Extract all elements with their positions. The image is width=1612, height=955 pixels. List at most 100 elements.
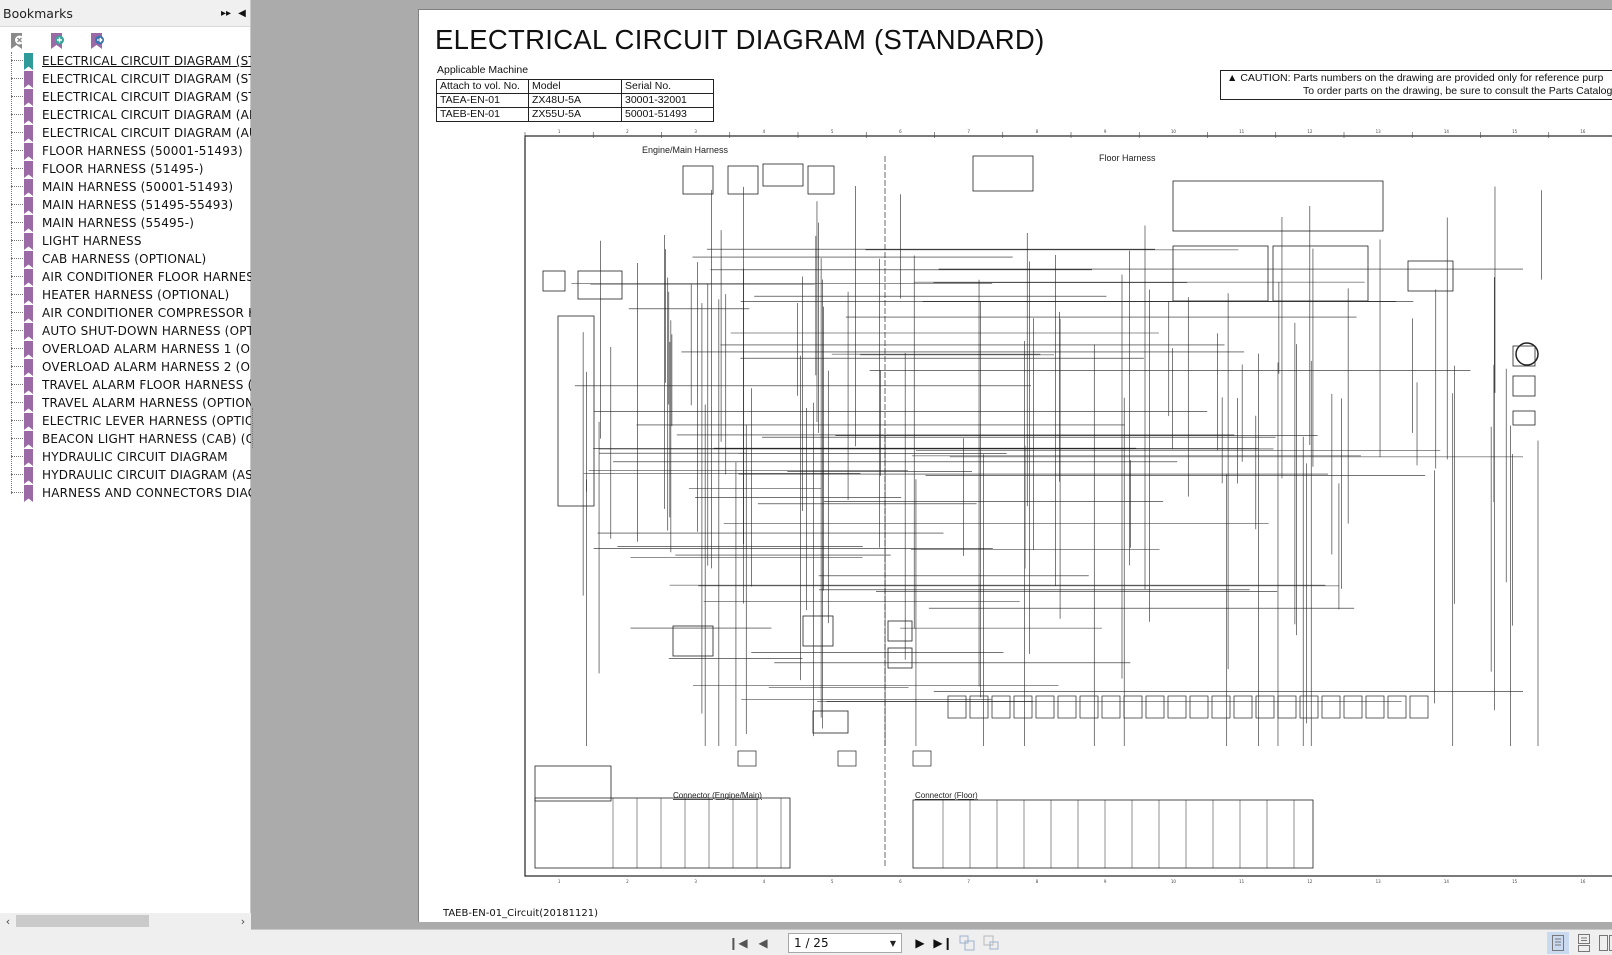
bookmark-icon [24, 269, 33, 286]
bookmark-label: MAIN HARNESS (55495-) [42, 216, 195, 230]
last-page-icon[interactable]: ▶❙ [933, 936, 953, 950]
switch-block [1145, 695, 1165, 719]
switch-block [1035, 695, 1055, 719]
bookmark-icon [24, 323, 33, 340]
facing-view-icon[interactable] [1597, 932, 1612, 954]
table-row: TAEB-EN-01 ZX55U-5A 50001-51493 [436, 107, 714, 122]
applicable-machine-table: Attach to vol. No. Model Serial No. TAEA… [436, 79, 714, 122]
previous-view-icon[interactable] [958, 934, 976, 952]
grid-label: 1 [558, 129, 561, 134]
bookmark-label: AUTO SHUT-DOWN HARNESS (OPTIC [42, 324, 251, 338]
grid-label: 13 [1376, 879, 1382, 884]
collapse-panel-icon[interactable]: ◀ [238, 7, 246, 19]
bookmark-item[interactable]: OVERLOAD ALARM HARNESS 2 (OPTI [0, 358, 251, 376]
tree-connector [11, 276, 23, 277]
bookmark-label: FLOOR HARNESS (50001-51493) [42, 144, 243, 158]
scroll-right-icon[interactable]: › [240, 914, 246, 928]
switch-block [991, 695, 1011, 719]
bookmark-item[interactable]: ELECTRIC LEVER HARNESS (OPTIONA [0, 412, 251, 430]
switch-block [1057, 695, 1077, 719]
bookmark-item[interactable]: ELECTRICAL CIRCUIT DIAGRAM (AUTC [0, 124, 251, 142]
bookmark-item[interactable]: BEACON LIGHT HARNESS (CAB) (OPT [0, 430, 251, 448]
bookmark-item[interactable]: AIR CONDITIONER FLOOR HARNESS ( [0, 268, 251, 286]
switch-block [1299, 695, 1319, 719]
switch-block [1079, 695, 1099, 719]
table-header: Serial No. [621, 79, 714, 94]
document-view[interactable]: ELECTRICAL CIRCUIT DIAGRAM (STANDARD) Ap… [255, 0, 1612, 929]
bookmark-icon [24, 359, 33, 376]
bookmark-item[interactable]: HARNESS AND CONNECTORS DIAGRA [0, 484, 251, 502]
grid-label: 9 [1104, 129, 1107, 134]
drawing-frame [524, 135, 1612, 877]
bookmark-item[interactable]: ELECTRICAL CIRCUIT DIAGRAM (STAN [0, 52, 251, 70]
bookmark-item[interactable]: TRAVEL ALARM FLOOR HARNESS (OP [0, 376, 251, 394]
bookmark-label: HYDRAULIC CIRCUIT DIAGRAM (ASSIS [42, 468, 251, 482]
switch-block [1321, 695, 1341, 719]
grid-label: 16 [1580, 879, 1586, 884]
bookmark-item[interactable]: HYDRAULIC CIRCUIT DIAGRAM (ASSIS [0, 466, 251, 484]
bookmark-goto-icon[interactable] [90, 32, 106, 50]
scroll-thumb[interactable] [16, 915, 149, 927]
bookmark-item[interactable]: ELECTRICAL CIRCUIT DIAGRAM (STAN [0, 70, 251, 88]
bookmarks-title: Bookmarks [3, 5, 73, 21]
scroll-track[interactable] [16, 915, 235, 927]
scroll-left-icon[interactable]: ‹ [5, 914, 11, 928]
bookmark-item[interactable]: AIR CONDITIONER COMPRESSOR HAR [0, 304, 251, 322]
caution-line-2: To order parts on the drawing, be sure t… [1303, 85, 1612, 97]
next-view-icon[interactable] [982, 934, 1000, 952]
bookmark-item[interactable]: AUTO SHUT-DOWN HARNESS (OPTIC [0, 322, 251, 340]
page-number-dropdown[interactable]: 1 / 25 ▼ [788, 933, 902, 953]
single-page-view-icon[interactable] [1547, 932, 1569, 954]
table-cell: TAEB-EN-01 [436, 107, 529, 122]
component-block [972, 155, 1034, 192]
bookmark-item[interactable]: ELECTRICAL CIRCUIT DIAGRAM (STAN [0, 88, 251, 106]
applicable-machine-label: Applicable Machine [437, 64, 529, 76]
panel-splitter[interactable] [251, 0, 255, 955]
bookmark-delete-icon[interactable] [10, 32, 26, 50]
bookmark-item[interactable]: HYDRAULIC CIRCUIT DIAGRAM [0, 448, 251, 466]
bookmark-label: AIR CONDITIONER FLOOR HARNESS ( [42, 270, 251, 284]
bookmark-item[interactable]: LIGHT HARNESS [0, 232, 251, 250]
bookmark-item[interactable]: MAIN HARNESS (50001-51493) [0, 178, 251, 196]
tree-connector [11, 114, 23, 115]
switch-block [969, 695, 989, 719]
first-page-icon[interactable]: ❙◀ [728, 936, 748, 950]
splitter-grip[interactable] [252, 408, 253, 448]
bookmark-item[interactable]: OVERLOAD ALARM HARNESS 1 (OPTI [0, 340, 251, 358]
table-header-row: Attach to vol. No. Model Serial No. [436, 79, 714, 94]
grid-label: 12 [1307, 129, 1313, 134]
bookmark-label: OVERLOAD ALARM HARNESS 1 (OPTI [42, 342, 251, 356]
bookmark-label: HEATER HARNESS (OPTIONAL) [42, 288, 230, 302]
grid-label: 3 [694, 129, 697, 134]
bookmark-label: TRAVEL ALARM FLOOR HARNESS (OP [42, 378, 251, 392]
component-block [1512, 410, 1536, 426]
previous-page-icon[interactable]: ◀ [758, 936, 768, 950]
options-menu-icon[interactable]: ▸▸ [220, 7, 232, 19]
tree-connector [11, 456, 23, 457]
bookmark-item[interactable]: HEATER HARNESS (OPTIONAL) [0, 286, 251, 304]
bookmark-item[interactable]: MAIN HARNESS (51495-55493) [0, 196, 251, 214]
ground-symbol [737, 750, 757, 767]
grid-label: 12 [1307, 879, 1313, 884]
component-block [672, 625, 714, 657]
warning-icon: ▲ [1227, 72, 1238, 84]
horizontal-scrollbar[interactable]: ‹ › [0, 913, 251, 929]
component-block [542, 270, 566, 292]
tree-connector [11, 384, 23, 385]
bookmark-item[interactable]: MAIN HARNESS (55495-) [0, 214, 251, 232]
bookmark-item[interactable]: FLOOR HARNESS (50001-51493) [0, 142, 251, 160]
bookmark-item[interactable]: TRAVEL ALARM HARNESS (OPTIONAL [0, 394, 251, 412]
bookmark-item[interactable]: ELECTRICAL CIRCUIT DIAGRAM (AIR C [0, 106, 251, 124]
tree-connector [11, 132, 23, 133]
next-page-icon[interactable]: ▶ [915, 936, 925, 950]
bookmark-item[interactable]: CAB HARNESS (OPTIONAL) [0, 250, 251, 268]
bookmark-icon [24, 233, 33, 250]
tree-connector [11, 438, 23, 439]
caution-line-1: CAUTION: Parts numbers on the drawing ar… [1240, 72, 1604, 84]
grid-label: 15 [1512, 129, 1518, 134]
continuous-view-icon[interactable] [1573, 932, 1595, 954]
bookmark-item[interactable]: FLOOR HARNESS (51495-) [0, 160, 251, 178]
bookmark-label: HYDRAULIC CIRCUIT DIAGRAM [42, 450, 228, 464]
bookmark-add-icon[interactable] [50, 32, 66, 50]
component-block [1272, 245, 1369, 302]
